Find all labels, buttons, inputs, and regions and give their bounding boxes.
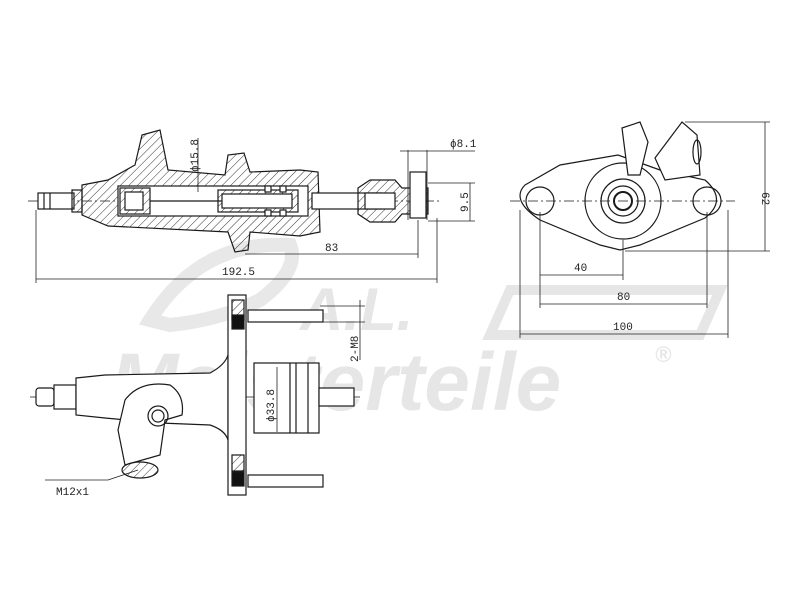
dim-body-diameter: ϕ33.8 xyxy=(266,389,278,422)
section-dimensions xyxy=(35,138,475,283)
dim-hole-spacing: 80 xyxy=(617,292,630,304)
dim-flange-height: 62 xyxy=(758,192,770,205)
dim-port-thread: M12x1 xyxy=(56,487,89,499)
dim-flange-width: 100 xyxy=(613,322,633,334)
side-view-dimensions xyxy=(45,300,365,481)
dim-mount-to-pin: 83 xyxy=(325,243,338,255)
dim-overall-length: 192.5 xyxy=(222,267,255,279)
end-view xyxy=(510,121,735,251)
dim-center-to-hole: 40 xyxy=(574,263,587,275)
watermark-swoosh xyxy=(138,237,299,333)
side-view xyxy=(30,294,360,496)
watermark-badge xyxy=(482,285,728,340)
end-view-dimensions xyxy=(519,121,770,338)
dim-clevis-width: 9.5 xyxy=(460,192,472,212)
watermark-registered: ® xyxy=(655,342,672,367)
dim-clevis-pin-diameter: ϕ8.1 xyxy=(450,139,477,151)
section-view xyxy=(28,129,440,253)
dim-stud-thread: 2-M8 xyxy=(350,336,362,362)
dim-bore-diameter: ϕ15.8 xyxy=(190,139,202,172)
